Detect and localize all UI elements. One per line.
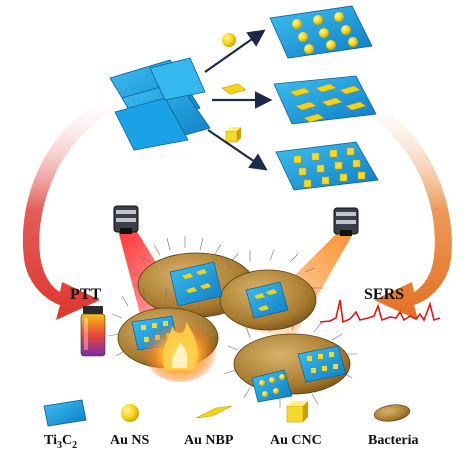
- vial-icon: [80, 306, 106, 357]
- ti3c2-sheet-stack: [109, 57, 211, 151]
- au-cnc-cube-icon: [225, 127, 241, 143]
- au-ns-sphere-icon: [121, 404, 139, 422]
- attached-ns-sheet: [251, 369, 293, 403]
- au-cnc-cube-icon: [286, 401, 308, 423]
- legend-au-nbp-label: Au NBP: [184, 433, 234, 448]
- laser-head-icon: [333, 207, 359, 236]
- sers-label: SERS: [364, 286, 405, 303]
- legend-au-ns-label: Au NS: [110, 433, 150, 448]
- ptt-label: PTT: [70, 286, 102, 303]
- attached-cnc-sheet: [297, 345, 347, 383]
- ti3c2-sheet-icon: [43, 399, 87, 427]
- au-nbp-bipyramid-icon: [221, 83, 247, 95]
- bacterium-icon: [373, 404, 411, 422]
- attached-nbp-sheet: [169, 261, 223, 307]
- legend-au-cnc-label: Au CNC: [270, 433, 322, 448]
- ti3c2-au-nbp-sheet: [273, 75, 377, 125]
- legend-bacteria-label: Bacteria: [368, 433, 419, 448]
- ti3c2-au-ns-sheet: [269, 5, 373, 59]
- au-nbp-bipyramid-icon: [195, 405, 233, 419]
- legend-ti3c2-label: Ti3C2: [44, 433, 78, 451]
- fire-icon: [144, 322, 216, 382]
- ptt-curved-arrow: [22, 100, 112, 320]
- sers-spectrum: [319, 299, 441, 324]
- synthesis-arrows: [204, 29, 273, 171]
- au-ns-sphere-icon: [222, 33, 236, 47]
- ti3c2-au-cnc-sheet: [275, 141, 379, 191]
- attached-nbp-sheet: [245, 281, 289, 319]
- sers-curved-arrow: [362, 100, 452, 320]
- laser-head-icon: [113, 205, 139, 234]
